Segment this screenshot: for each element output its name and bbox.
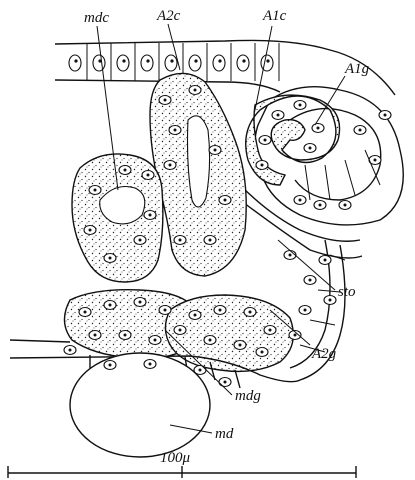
nucleolus (374, 159, 377, 162)
nucleus (69, 55, 81, 71)
nucleolus (124, 334, 127, 337)
nucleolus (299, 104, 302, 107)
nucleolus (209, 339, 212, 342)
nucleolus (109, 364, 112, 367)
nucleolus (329, 299, 332, 302)
nucleolus (69, 349, 72, 352)
nucleolus (149, 214, 152, 217)
nucleus (141, 55, 153, 71)
upper-epithelium (55, 40, 395, 95)
label-a2c: A2c (156, 8, 181, 24)
nucleolus (242, 59, 245, 62)
nucleus (237, 55, 249, 71)
nucleolus (309, 147, 312, 150)
nucleolus (89, 229, 92, 232)
nucleolus (319, 204, 322, 207)
nucleolus (289, 254, 292, 257)
nucleolus (224, 381, 227, 384)
label-a1c: A1c (262, 8, 287, 24)
nucleolus (122, 59, 125, 62)
nucleolus (299, 199, 302, 202)
nucleolus (199, 369, 202, 372)
nucleolus (170, 59, 173, 62)
nucleolus (359, 129, 362, 132)
nucleolus (179, 239, 182, 242)
nucleolus (304, 309, 307, 312)
nucleolus (94, 189, 97, 192)
label-md: md (215, 426, 234, 442)
md-body (70, 353, 210, 457)
nucleolus (309, 279, 312, 282)
nucleolus (74, 59, 77, 62)
nucleus (165, 55, 177, 71)
nucleolus (147, 174, 150, 177)
nucleolus (218, 59, 221, 62)
nucleolus (194, 59, 197, 62)
nucleolus (174, 129, 177, 132)
nucleolus (264, 139, 267, 142)
nucleolus (239, 344, 242, 347)
nucleolus (209, 239, 212, 242)
scale-bar: 100μ (8, 450, 356, 478)
nucleolus (219, 309, 222, 312)
nucleolus (266, 59, 269, 62)
nucleolus (94, 334, 97, 337)
nucleolus (214, 149, 217, 152)
nucleolus (294, 334, 297, 337)
nucleus (117, 55, 129, 71)
nucleolus (124, 169, 127, 172)
nucleolus (269, 329, 272, 332)
nucleolus (154, 339, 157, 342)
nucleolus (146, 59, 149, 62)
label-a2g: A2g (311, 346, 337, 362)
nucleus (213, 55, 225, 71)
nucleolus (139, 301, 142, 304)
nucleolus (109, 304, 112, 307)
nucleolus (194, 89, 197, 92)
nucleolus (261, 351, 264, 354)
nucleus (189, 55, 201, 71)
nucleus (93, 55, 105, 71)
nucleolus (277, 114, 280, 117)
nucleolus (164, 309, 167, 312)
nucleus (261, 55, 273, 71)
nucleolus (149, 363, 152, 366)
nucleolus (317, 127, 320, 130)
nucleolus (224, 199, 227, 202)
nucleolus (84, 311, 87, 314)
nucleolus (169, 164, 172, 167)
nucleolus (261, 164, 264, 167)
nucleolus (139, 239, 142, 242)
nucleolus (179, 329, 182, 332)
nucleolus (109, 257, 112, 260)
nucleolus (384, 114, 387, 117)
nucleolus (344, 204, 347, 207)
label-mdg: mdg (235, 388, 261, 404)
nucleolus (249, 311, 252, 314)
nucleolus (324, 259, 327, 262)
label-sto: sto (338, 284, 356, 300)
nucleolus (194, 314, 197, 317)
nucleolus (164, 99, 167, 102)
label-a1g: A1g (344, 61, 370, 77)
scale-bar-label: 100μ (160, 450, 191, 466)
label-mdc: mdc (84, 10, 109, 26)
